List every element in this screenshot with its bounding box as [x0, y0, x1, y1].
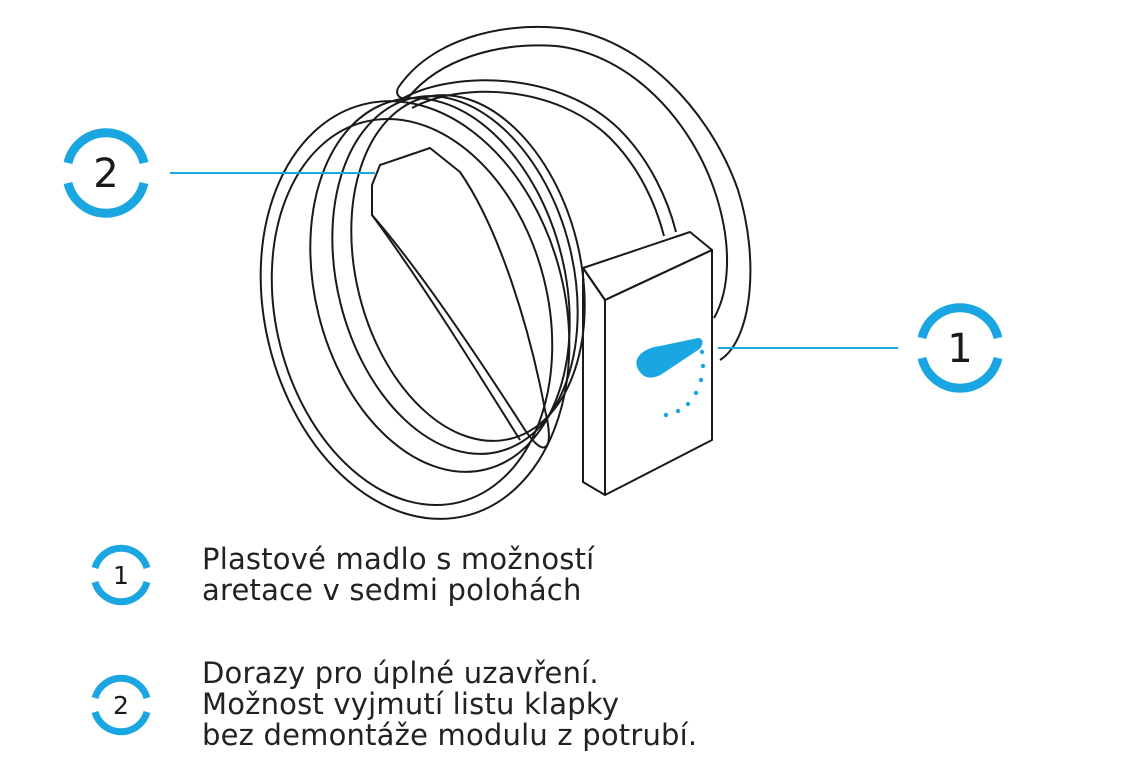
plastic-handle — [636, 338, 706, 418]
callout-1-number: 1 — [947, 326, 972, 372]
gasket-ring-1 — [309, 97, 571, 473]
gasket-ring-2 — [331, 95, 579, 455]
rear-flange-inner — [407, 44, 728, 319]
damper-blade-edge — [371, 214, 521, 441]
collar-line-1 — [399, 79, 677, 233]
legend-item-2: 2 Dorazy pro úplné uzavření. Možnost vyj… — [88, 658, 697, 751]
legend-2-line-3: bez demontáže modulu z potrubí. — [202, 718, 698, 752]
front-ring-outer — [259, 100, 571, 520]
handle-housing-top — [582, 231, 713, 301]
damper-blade — [371, 147, 550, 449]
legend-2-line-1: Dorazy pro úplné uzavření. — [202, 656, 599, 690]
damper-module — [259, 25, 752, 520]
callout-1-ring — [917, 303, 1003, 393]
legend-2-badge: 2 — [91, 674, 151, 735]
callout-1-badge: 1 — [917, 303, 1003, 393]
gasket-ring-3 — [350, 94, 586, 442]
legend-1-ring — [91, 544, 151, 606]
collar-line-2 — [411, 90, 665, 237]
handle-lever — [636, 338, 703, 378]
legend-2-text: Dorazy pro úplné uzavření. Možnost vyjmu… — [202, 658, 697, 751]
legend-1-line-2: aretace v sedmi polohách — [202, 573, 582, 607]
callout-2-ring — [63, 128, 149, 218]
position-dots — [663, 349, 706, 418]
callout-2-badge: 2 — [63, 128, 149, 218]
legend-1-line-1: Plastové madlo s možností — [202, 542, 595, 576]
legend-2-line-2: Možnost vyjmutí listu klapky — [202, 687, 620, 721]
legend-1-text: Plastové madlo s možností aretace v sedm… — [202, 544, 594, 606]
legend-2-number: 2 — [113, 691, 129, 720]
legend-item-1: 1 Plastové madlo s možností aretace v se… — [88, 542, 594, 608]
callout-2-number: 2 — [93, 151, 118, 197]
legend-1-badge: 1 — [91, 544, 151, 606]
handle-housing-side — [582, 267, 606, 496]
front-ring-inner — [270, 117, 554, 507]
legend-2-ring — [91, 674, 151, 735]
legend-1-number: 1 — [113, 561, 129, 590]
rear-flange — [397, 25, 752, 361]
